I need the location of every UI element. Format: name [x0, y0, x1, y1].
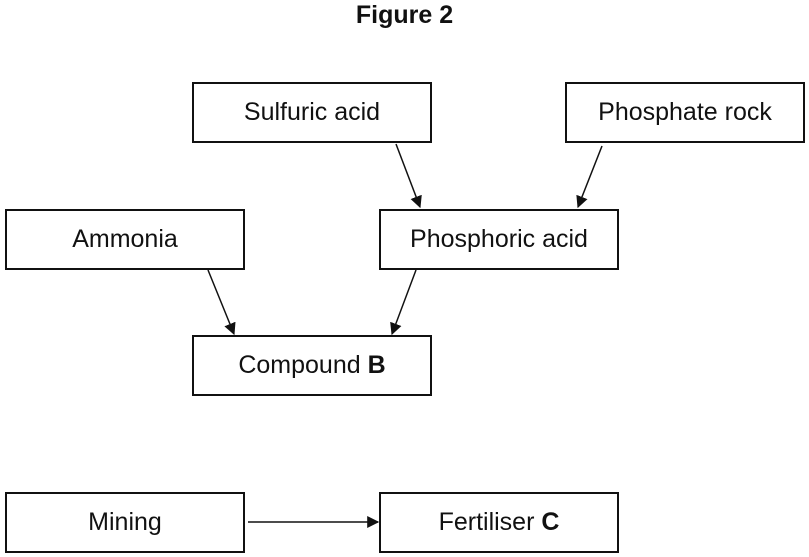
node-compound-b: Compound B — [192, 335, 432, 396]
arrow-ammonia-to-compound-b — [207, 269, 236, 336]
node-phosphate-rock-label: Phosphate rock — [598, 98, 772, 126]
arrow-phosphoric-to-compound-b — [390, 269, 417, 336]
arrow-sulfuric-to-phosphoric — [395, 143, 422, 209]
node-compound-b-label: Compound B — [238, 351, 385, 380]
node-mining: Mining — [5, 492, 245, 553]
node-sulfuric-acid: Sulfuric acid — [192, 82, 432, 143]
node-phosphoric-acid: Phosphoric acid — [379, 209, 619, 270]
node-mining-label: Mining — [88, 508, 162, 536]
node-sulfuric-acid-label: Sulfuric acid — [243, 98, 381, 126]
node-phosphate-rock: Phosphate rock — [565, 82, 805, 143]
node-fertiliser-c-text: Fertiliser — [438, 508, 535, 536]
node-ammonia-label: Ammonia — [72, 225, 178, 253]
node-fertiliser-c-label: Fertiliser C — [439, 508, 560, 537]
arrow-phosphate-rock-to-phosphoric — [576, 145, 603, 209]
node-ammonia: Ammonia — [5, 209, 245, 270]
node-fertiliser-c: Fertiliser C — [379, 492, 619, 553]
node-fertiliser-c-letter: C — [541, 508, 560, 536]
node-compound-b-text: Compound — [238, 351, 361, 379]
node-compound-b-letter: B — [367, 351, 386, 379]
node-phosphoric-acid-label: Phosphoric acid — [410, 225, 588, 253]
figure-title: Figure 2 — [355, 1, 454, 29]
